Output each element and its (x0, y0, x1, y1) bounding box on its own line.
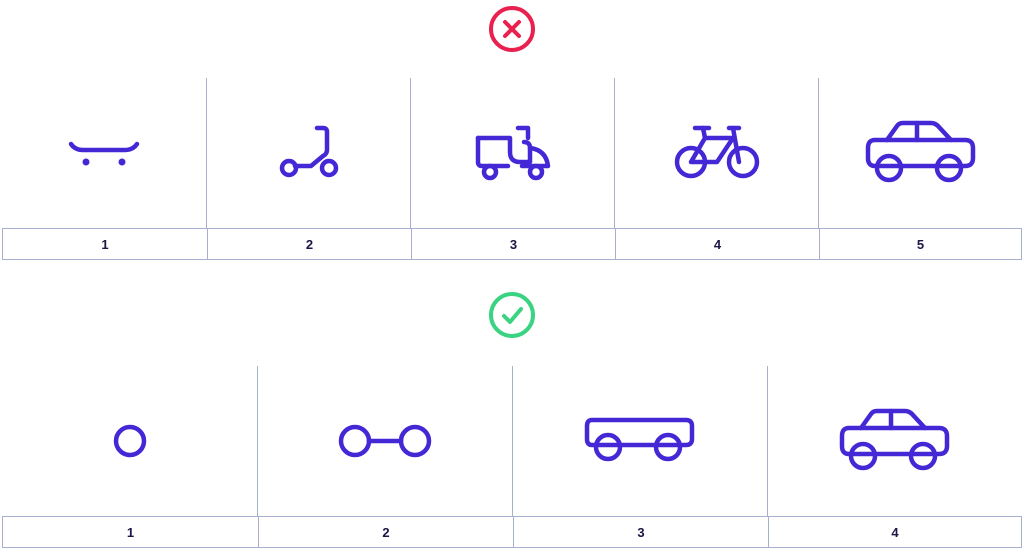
label-3: 3 (513, 517, 768, 547)
skateboard-icon (68, 141, 140, 166)
bicycle-icon (674, 125, 759, 179)
two-wheels-icon (338, 424, 432, 458)
label-3: 3 (411, 229, 615, 259)
motor-scooter-icon (475, 125, 550, 181)
label-1: 1 (126, 524, 135, 540)
cell-skateboard (2, 78, 206, 228)
right-approach-panel: 1 2 3 4 (2, 366, 1022, 548)
car-icon (865, 120, 975, 183)
label-bar: 1 2 3 4 (2, 516, 1022, 548)
cell-wheel (2, 366, 257, 516)
label-4: 4 (768, 517, 1021, 547)
kick-scooter-icon (279, 125, 338, 178)
cell-chassis (512, 366, 767, 516)
label-1: 1 (101, 236, 109, 252)
check-circle-icon (488, 291, 536, 339)
label-5: 5 (819, 229, 1021, 259)
chassis-icon (584, 417, 695, 462)
x-circle-icon (488, 5, 536, 53)
cell-two-wheels (257, 366, 512, 516)
label-2: 2 (207, 229, 411, 259)
cell-car (818, 78, 1022, 228)
wrong-approach-panel: 1 2 3 4 5 (2, 78, 1022, 260)
label-4: 4 (615, 229, 819, 259)
wheel-icon (113, 424, 146, 458)
car-icon (839, 408, 950, 471)
label-bar: 1 2 3 4 5 (2, 228, 1022, 260)
cell-kick-scooter (206, 78, 410, 228)
cell-bicycle (614, 78, 818, 228)
cell-motor-scooter (410, 78, 614, 228)
label-2: 2 (258, 517, 513, 547)
cell-car-assembled (767, 366, 1022, 516)
